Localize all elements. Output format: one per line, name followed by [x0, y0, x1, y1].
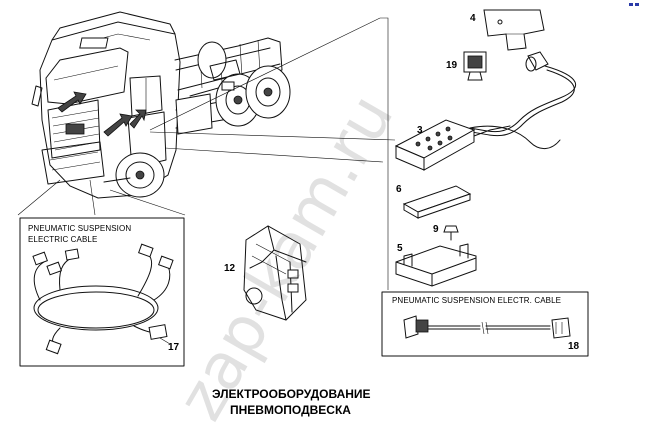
callout-17: 17	[168, 342, 180, 353]
caption-line2: ПНЕВМОПОДВЕСКА	[230, 403, 351, 417]
part-3-control-module	[394, 119, 511, 171]
electr-cable-box-title: PNEUMATIC SUSPENSION ELECTR. CABLE	[392, 296, 562, 305]
electr-cable-box	[381, 291, 589, 357]
part-19-switch	[463, 51, 487, 81]
part-6-cover	[402, 185, 472, 219]
callout-6: 6	[396, 184, 402, 195]
callout-4: 4	[470, 13, 476, 24]
callout-18: 18	[568, 341, 580, 352]
callout-19: 19	[446, 60, 458, 71]
callout-3: 3	[417, 125, 423, 136]
cable-box-title-line2: ELECTRIC CABLE	[28, 235, 98, 244]
callout-5: 5	[397, 243, 403, 254]
callout-9: 9	[433, 224, 439, 235]
truck-illustration	[31, 11, 291, 199]
part-9-screw	[443, 225, 459, 241]
leader-lines	[17, 17, 396, 216]
callout-12: 12	[224, 263, 236, 274]
caption-line1: ЭЛЕКТРООБОРУДОВАНИЕ	[212, 387, 371, 401]
cable-box-title-line1: PNEUMATIC SUSPENSION	[28, 224, 132, 233]
module-cable	[469, 51, 577, 149]
group-bracket	[380, 17, 389, 290]
part-12-valve-block	[243, 225, 307, 321]
part-5-holder	[395, 243, 477, 287]
cable-harness-box	[19, 217, 185, 367]
corner-mark-icon	[629, 3, 639, 6]
part-4-bracket	[483, 9, 545, 51]
